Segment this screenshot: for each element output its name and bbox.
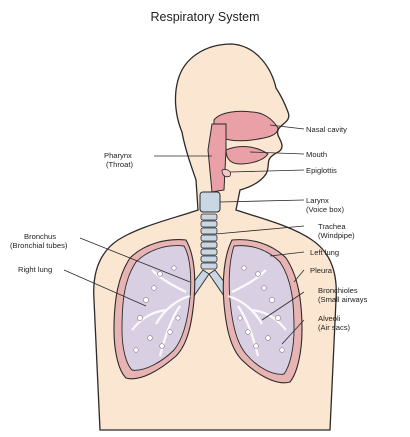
label-left-lung: Left lung	[310, 248, 339, 257]
label-pharynx: Pharynx	[104, 151, 132, 160]
label-larynx-alt: (Voice box)	[306, 205, 344, 214]
label-bronchioles: Bronchioles	[318, 286, 358, 295]
label-alveoli-alt: (Air sacs)	[318, 323, 350, 332]
label-alveoli: Alveoli	[318, 314, 340, 323]
label-bronchus-alt: (Bronchial tubes)	[10, 241, 67, 250]
label-epiglottis: Epiglottis	[306, 166, 337, 175]
label-nasal-cavity: Nasal cavity	[306, 125, 347, 134]
larynx	[200, 192, 220, 212]
label-mouth: Mouth	[306, 150, 327, 159]
label-trachea-alt: (Windpipe)	[318, 231, 355, 240]
label-larynx: Larynx	[306, 196, 329, 205]
pharynx	[208, 124, 226, 192]
label-pleura: Pleura	[310, 266, 332, 275]
label-pharynx-alt: (Throat)	[106, 160, 133, 169]
label-bronchioles-alt: (Small airways	[318, 295, 367, 304]
label-right-lung: Right lung	[18, 265, 52, 274]
label-bronchus: Bronchus	[24, 232, 56, 241]
label-trachea: Trachea	[318, 222, 346, 231]
